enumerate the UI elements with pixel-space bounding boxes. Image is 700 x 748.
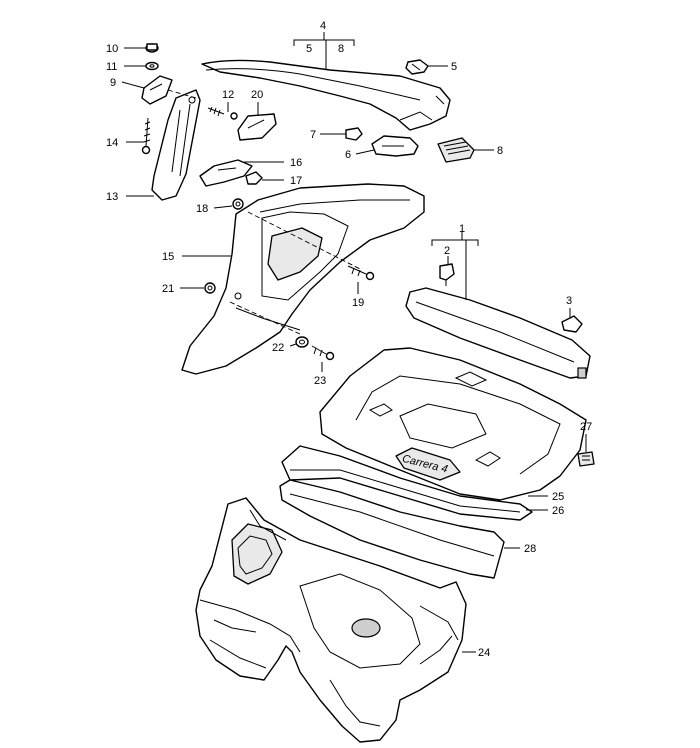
nut-part-10 <box>145 43 159 53</box>
shelf-trim-part-1 <box>405 287 591 379</box>
callout-21: 21 <box>162 283 174 295</box>
callout-14: 14 <box>106 137 118 149</box>
upper-trim-rail <box>201 59 451 131</box>
clip-part-27 <box>577 451 595 467</box>
callout-16: 16 <box>290 157 302 169</box>
callout-20: 20 <box>251 89 263 101</box>
push-clip-part-2 <box>439 263 455 286</box>
pillar-trim-part-13 <box>151 89 201 201</box>
callout-2: 2 <box>444 245 450 257</box>
callout-3: 3 <box>566 295 572 307</box>
screw-part-19 <box>347 265 375 281</box>
callout-4-sub-8: 8 <box>338 43 344 55</box>
bracket-part-9 <box>141 75 173 105</box>
callout-1: 1 <box>459 223 465 235</box>
grommet-part-21 <box>204 282 216 294</box>
callout-8: 8 <box>497 145 503 157</box>
clip-part-3 <box>561 315 583 333</box>
callout-19: 19 <box>352 297 364 309</box>
callout-labels: 4 5 8 5 6 7 8 9 10 11 12 13 14 15 16 17 … <box>106 20 592 659</box>
callout-28: 28 <box>524 543 536 555</box>
callout-7: 7 <box>310 129 316 141</box>
callout-13: 13 <box>106 191 118 203</box>
luggage-tub-part-25: Carrera 4 <box>319 347 587 501</box>
clip-part-5 <box>405 59 429 75</box>
callout-22: 22 <box>272 342 284 354</box>
callout-15: 15 <box>162 251 174 263</box>
callout-9: 9 <box>110 77 116 89</box>
screw-part-23 <box>311 345 335 361</box>
callout-12: 12 <box>222 89 234 101</box>
clip-part-7 <box>345 127 363 141</box>
floor-carpet-part-24 <box>195 497 467 743</box>
bolt-part-18 <box>232 198 244 210</box>
callout-10: 10 <box>106 43 118 55</box>
washer-part-22 <box>295 336 309 348</box>
carpet-trim-part-28 <box>279 479 505 579</box>
screw-part-12 <box>207 106 238 120</box>
cover-part-6 <box>371 135 419 157</box>
rear-trim-strip-part-26 <box>281 445 533 521</box>
callout-23: 23 <box>314 375 326 387</box>
handle-part-20 <box>237 113 277 141</box>
callout-26: 26 <box>552 505 564 517</box>
clip-part-16 <box>199 159 253 187</box>
washer-part-11 <box>145 61 159 71</box>
callout-5: 5 <box>451 61 457 73</box>
quarter-trim-part-15 <box>181 183 425 375</box>
callout-4-sub-5: 5 <box>306 43 312 55</box>
callout-4: 4 <box>320 20 326 32</box>
leader-lines <box>121 32 587 653</box>
callout-25: 25 <box>552 491 564 503</box>
vent-grille-part-8 <box>437 137 475 163</box>
callout-17: 17 <box>290 175 302 187</box>
callout-6: 6 <box>345 149 351 161</box>
callout-11: 11 <box>106 61 117 73</box>
screw-part-14 <box>141 117 151 155</box>
callout-18: 18 <box>196 203 208 215</box>
callout-24: 24 <box>478 647 490 659</box>
callout-27: 27 <box>580 421 592 433</box>
clip-part-17 <box>245 171 263 185</box>
